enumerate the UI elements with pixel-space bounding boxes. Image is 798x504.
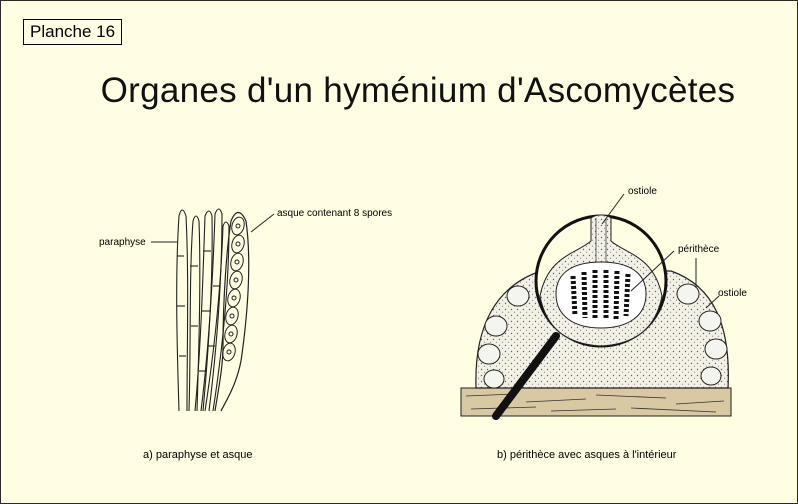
label-ostiole-top: ostiole	[628, 186, 657, 197]
perithece-cavity	[556, 262, 646, 328]
figure-paraphyse-asque: paraphyse asque contenant 8 spores	[91, 196, 431, 421]
caption-a: a) paraphyse et asque	[143, 449, 252, 461]
figure-perithece: ostiole périthèce ostiole	[456, 176, 766, 426]
label-asque: asque contenant 8 spores	[277, 208, 392, 219]
page-title: Organes d'un hyménium d'Ascomycètes	[1, 71, 798, 111]
asque	[215, 213, 249, 412]
asque-leader	[251, 214, 274, 232]
label-paraphyse: paraphyse	[99, 237, 146, 248]
label-perithece: périthèce	[678, 244, 720, 255]
plate-label: Planche 16	[23, 19, 122, 45]
paraphyse-filaments	[177, 209, 229, 411]
caption-b: b) périthèce avec asques à l'intérieur	[497, 449, 676, 461]
label-ostiole-side: ostiole	[718, 288, 747, 299]
